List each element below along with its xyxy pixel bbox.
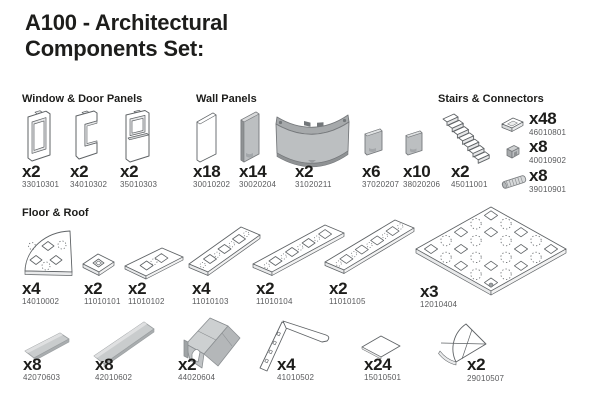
slope-beam-icon	[24, 332, 70, 362]
part-number: 11010105	[329, 297, 366, 306]
wall-panel-gray-icon	[240, 111, 260, 163]
quantity-label: x6	[362, 162, 381, 181]
page-title: A100 - Architectural Components Set:	[25, 10, 228, 62]
part-number: 12010404	[420, 300, 458, 309]
part-number: 44020604	[178, 373, 216, 382]
quantity-label: x2	[467, 355, 486, 374]
plate-2x1-icon	[124, 247, 184, 280]
quantity-label: x2	[128, 279, 147, 298]
small-wall-panel-icon	[364, 128, 383, 156]
door-panel-icon	[75, 110, 98, 160]
quantity-label: x24	[364, 355, 392, 374]
plate-4x1-icon	[188, 226, 261, 276]
quantity-label: x14	[239, 162, 267, 181]
quantity-label: x2	[120, 162, 139, 181]
page-title-line2: Components Set:	[25, 36, 205, 61]
long-slope-beam-icon	[93, 321, 155, 368]
part-number: 33010301	[22, 180, 60, 189]
quantity-label: x8	[529, 137, 548, 156]
part-number: 45011001	[451, 180, 488, 189]
quantity-label: x8	[23, 355, 42, 374]
page-title-line1: A100 - Architectural	[25, 10, 229, 35]
quantity-label: x2	[295, 162, 314, 181]
part-number: 14010002	[22, 297, 60, 306]
part-number: 39010901	[529, 185, 567, 194]
quantity-label: x4	[22, 279, 41, 298]
rod-connector-icon	[501, 175, 527, 189]
quantity-label: x8	[529, 166, 548, 185]
quantity-label: x4	[192, 279, 211, 298]
small-wall-panel-icon	[405, 130, 423, 156]
clip-connector-icon	[501, 117, 524, 132]
quantity-label: x2	[329, 279, 348, 298]
quantity-label: x10	[403, 162, 431, 181]
part-number: 11010101	[84, 297, 121, 306]
corner-connector-icon	[506, 145, 520, 159]
quarter-round-plate-icon	[24, 230, 73, 276]
large-base-plate-icon	[415, 206, 567, 296]
section-title-wall: Wall Panels	[196, 93, 257, 105]
section-title-window-door: Window & Door Panels	[22, 93, 143, 105]
part-number: 30010202	[193, 180, 231, 189]
quantity-label: x2	[256, 279, 275, 298]
section-title-stairs: Stairs & Connectors	[438, 93, 544, 105]
quantity-label: x2	[70, 162, 89, 181]
part-number: 30020204	[239, 180, 277, 189]
plate-6x1-icon	[324, 219, 415, 274]
part-number: 31020211	[295, 180, 332, 189]
part-number: 42010602	[95, 373, 133, 382]
part-number: 11010104	[256, 297, 293, 306]
curved-roof-panel-icon	[438, 323, 487, 366]
part-number: 34010302	[70, 180, 108, 189]
quantity-label: x3	[420, 282, 439, 301]
part-number: 35010303	[120, 180, 158, 189]
quantity-label: x8	[95, 355, 114, 374]
angle-bracket-icon	[259, 320, 330, 372]
part-number: 46010801	[529, 128, 567, 137]
quantity-label: x48	[529, 109, 557, 128]
part-number: 15010501	[364, 373, 402, 382]
plate-1x1-icon	[82, 253, 115, 276]
curved-wall-panel-icon	[275, 114, 350, 167]
quantity-label: x18	[193, 162, 221, 181]
tile-icon	[361, 335, 401, 360]
wall-panel-plain-icon	[196, 112, 217, 163]
quantity-label: x2	[84, 279, 103, 298]
part-number: 41010502	[277, 373, 315, 382]
part-number: 42070603	[23, 373, 61, 382]
stairs-icon	[442, 113, 490, 164]
window-panel-icon	[27, 110, 51, 162]
part-number: 40010902	[529, 156, 567, 165]
quantity-label: x4	[277, 355, 296, 374]
plate-5x1-icon	[252, 224, 345, 276]
section-title-floor-roof: Floor & Roof	[22, 207, 89, 219]
part-number: 37020207	[362, 180, 400, 189]
roof-corner-icon	[183, 317, 241, 369]
window-door-panel-icon	[125, 109, 150, 163]
part-number: 11010102	[128, 297, 165, 306]
quantity-label: x2	[178, 355, 197, 374]
part-number: 29010507	[467, 374, 505, 383]
quantity-label: x2	[451, 162, 470, 181]
part-number: 38020206	[403, 180, 441, 189]
part-number: 11010103	[192, 297, 229, 306]
quantity-label: x2	[22, 162, 41, 181]
